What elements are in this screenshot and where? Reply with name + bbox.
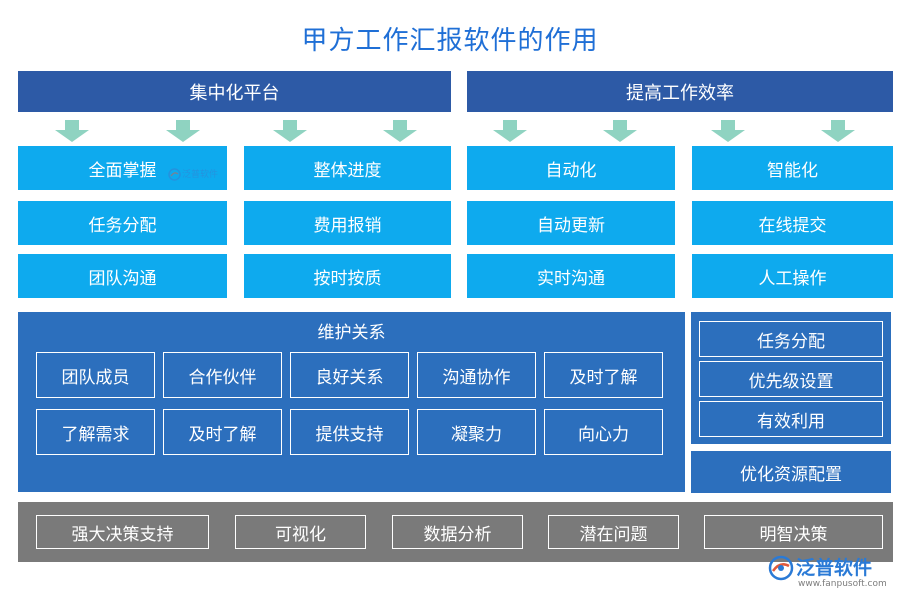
decision-tag: 强大决策支持	[36, 515, 209, 549]
brand-name: 泛普软件	[796, 557, 873, 579]
grid-box: 任务分配	[18, 201, 227, 245]
grid-box: 自动更新	[467, 201, 675, 245]
relation-tag: 团队成员	[36, 352, 155, 398]
grid-box: 自动化	[467, 146, 675, 190]
relation-tag: 向心力	[544, 409, 663, 455]
decision-tag: 明智决策	[704, 515, 883, 549]
optimize-resource-label: 优化资源配置	[691, 451, 891, 493]
watermark: 泛普软件	[168, 165, 228, 185]
brand-url: www.fanpusoft.com	[798, 579, 887, 589]
header-improve-efficiency: 提高工作效率	[467, 71, 893, 112]
grid-box: 按时按质	[244, 254, 451, 298]
header-centralized-platform: 集中化平台	[18, 71, 451, 112]
decision-tag: 数据分析	[392, 515, 523, 549]
brand-logo: 泛普软件 www.fanpusoft.com	[768, 553, 896, 597]
relation-tag: 及时了解	[163, 409, 282, 455]
grid-box: 全面掌握	[18, 146, 227, 190]
relation-tag: 了解需求	[36, 409, 155, 455]
relation-tag: 良好关系	[290, 352, 409, 398]
grid-box: 人工操作	[692, 254, 893, 298]
decision-tag: 可视化	[235, 515, 366, 549]
grid-box: 智能化	[692, 146, 893, 190]
grid-box: 费用报销	[244, 201, 451, 245]
resource-tag: 优先级设置	[699, 361, 883, 397]
resource-tag: 任务分配	[699, 321, 883, 357]
maintain-relations-title: 维护关系	[317, 322, 386, 343]
grid-box: 在线提交	[692, 201, 893, 245]
brand-logo-icon	[768, 555, 794, 581]
maintain-relations-panel	[18, 312, 685, 492]
watermark-text: 泛普软件	[182, 170, 219, 180]
grid-box: 整体进度	[244, 146, 451, 190]
relation-tag: 提供支持	[290, 409, 409, 455]
page-title: 甲方工作汇报软件的作用	[301, 25, 599, 56]
decision-tag: 潜在问题	[548, 515, 679, 549]
relation-tag: 沟通协作	[417, 352, 536, 398]
watermark-logo-icon	[168, 168, 181, 181]
relation-tag: 合作伙伴	[163, 352, 282, 398]
relation-tag: 及时了解	[544, 352, 663, 398]
grid-box: 实时沟通	[467, 254, 675, 298]
relation-tag: 凝聚力	[417, 409, 536, 455]
resource-tag: 有效利用	[699, 401, 883, 437]
grid-box: 团队沟通	[18, 254, 227, 298]
